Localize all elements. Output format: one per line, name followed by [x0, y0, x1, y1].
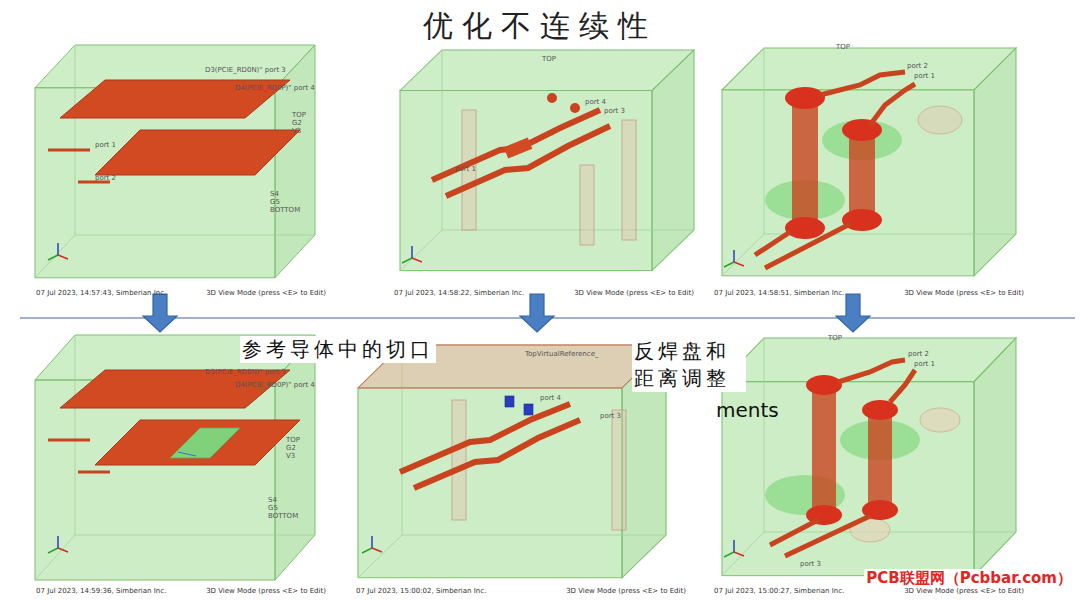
port-label: port 4: [540, 394, 561, 402]
annotation-text: ments: [716, 398, 779, 422]
port-label: G5: [270, 198, 280, 206]
port-label: D3(PCIE_RD0N)" port 3: [205, 368, 286, 376]
port-label: port 2: [907, 62, 928, 70]
port-label: TOP: [542, 55, 556, 63]
port-label: G5: [268, 504, 278, 512]
down-arrow: [143, 294, 177, 332]
port-label: port 4: [585, 98, 606, 106]
annotation-text: 参考导体中的切口: [240, 336, 436, 363]
port-label: port 3: [604, 107, 625, 115]
timestamp: 07 Jul 2023, 15:00:27, Simberian Inc.: [714, 587, 844, 595]
port-label: port 2: [908, 350, 929, 358]
screenshot-panel: 07 Jul 2023, 14:57:43, Simberian Inc. 3D …: [30, 42, 330, 300]
view-mode-note: 3D View Mode (press <E> to Edit): [206, 289, 326, 297]
timestamp: 07 Jul 2023, 14:57:43, Simberian Inc.: [36, 289, 166, 297]
view-mode-note: 3D View Mode (press <E> to Edit): [206, 587, 326, 595]
port-label: TOP: [836, 43, 850, 51]
port-label: S4: [270, 190, 279, 198]
port-label: V3: [292, 127, 301, 135]
port-label: D3(PCIE_RD0N)" port 3: [205, 66, 286, 74]
screenshot-panel: 07 Jul 2023, 14:58:22, Simberian Inc. 3D …: [388, 42, 698, 300]
port-label: port 3: [800, 560, 821, 568]
port-label: G2: [286, 444, 296, 452]
port-label: port 1: [95, 141, 116, 149]
timestamp: 07 Jul 2023, 14:58:22, Simberian Inc.: [394, 289, 524, 297]
port-label: D4(PCIE_RD0P)" port 4: [235, 84, 315, 92]
port-label: port 1: [455, 165, 476, 173]
port-label: port 1: [914, 360, 935, 368]
port-label: TopVirtualReference_: [525, 350, 598, 358]
port-label: BOTTOM: [268, 512, 298, 520]
down-arrow: [836, 294, 870, 332]
view-mode-note: 3D View Mode (press <E> to Edit): [904, 289, 1024, 297]
view-mode-note: 3D View Mode (press <E> to Edit): [566, 587, 686, 595]
port-label: port 3: [600, 412, 621, 420]
timestamp: 07 Jul 2023, 15:00:02, Simberian Inc.: [356, 587, 486, 595]
port-label: V3: [286, 452, 295, 460]
timestamp: 07 Jul 2023, 14:58:51, Simberian Inc.: [714, 289, 844, 297]
view-mode-note: 3D View Mode (press <E> to Edit): [574, 289, 694, 297]
port-label: port 1: [914, 72, 935, 80]
port-label: S4: [268, 496, 277, 504]
annotation-text: 反焊盘和 距离调整: [632, 338, 746, 392]
slide-title: 优化不连续性: [0, 6, 1080, 47]
down-arrow: [520, 294, 554, 332]
screenshot-panel: 07 Jul 2023, 14:58:51, Simberian Inc. 3D …: [708, 42, 1028, 300]
port-label: G2: [292, 119, 302, 127]
view-mode-note: 3D View Mode (press <E> to Edit): [904, 587, 1024, 595]
timestamp: 07 Jul 2023, 14:59:36, Simberian Inc.: [36, 587, 166, 595]
watermark: PCB联盟网（Pcbbar.com）: [864, 569, 1074, 588]
port-label: TOP: [292, 111, 306, 119]
port-label: BOTTOM: [270, 206, 300, 214]
port-label: TOP: [828, 334, 842, 342]
port-label: port 2: [95, 174, 116, 182]
port-label: TOP: [286, 436, 300, 444]
screenshot-panel: 07 Jul 2023, 15:00:27, Simberian Inc. 3D …: [708, 330, 1028, 598]
port-label: D4(PCIE_RD0P)" port 4: [235, 381, 315, 389]
